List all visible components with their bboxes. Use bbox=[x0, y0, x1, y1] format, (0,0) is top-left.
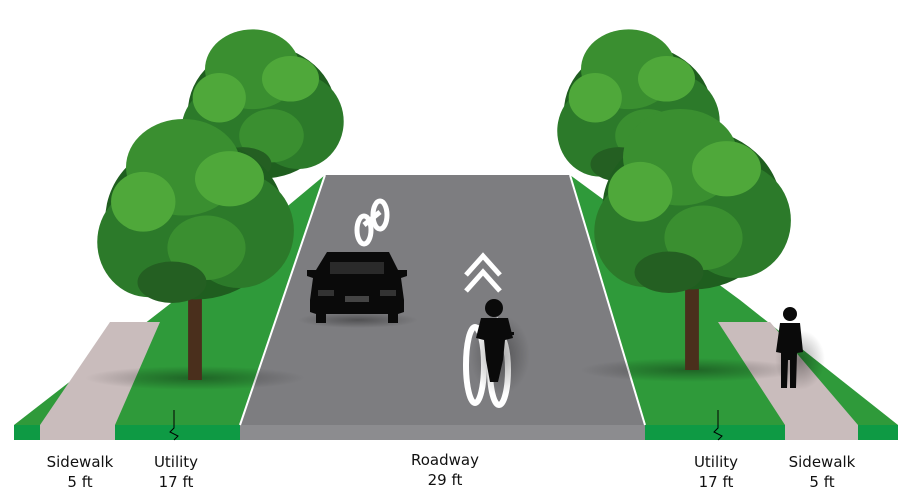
sidewalk-right-curb bbox=[785, 425, 858, 440]
segment-name: Sidewalk bbox=[782, 452, 862, 472]
label-utility-left: Utility 17 ft bbox=[136, 452, 216, 492]
label-sidewalk-right: Sidewalk 5 ft bbox=[782, 452, 862, 492]
segment-name: Utility bbox=[676, 452, 756, 472]
segment-width: 5 ft bbox=[782, 472, 862, 492]
segment-name: Sidewalk bbox=[40, 452, 120, 472]
sidewalk-left-curb bbox=[40, 425, 115, 440]
segment-name: Roadway bbox=[395, 450, 495, 470]
pedestrian-icon bbox=[775, 307, 825, 390]
grass-right-edge bbox=[645, 425, 898, 440]
roadway-front-edge bbox=[240, 425, 645, 440]
segment-name: Utility bbox=[136, 452, 216, 472]
segment-width: 5 ft bbox=[40, 472, 120, 492]
label-roadway: Roadway 29 ft bbox=[395, 450, 495, 490]
segment-width: 17 ft bbox=[136, 472, 216, 492]
label-utility-right: Utility 17 ft bbox=[676, 452, 756, 492]
label-sidewalk-left: Sidewalk 5 ft bbox=[40, 452, 120, 492]
segment-width: 29 ft bbox=[395, 470, 495, 490]
segment-width: 17 ft bbox=[676, 472, 756, 492]
